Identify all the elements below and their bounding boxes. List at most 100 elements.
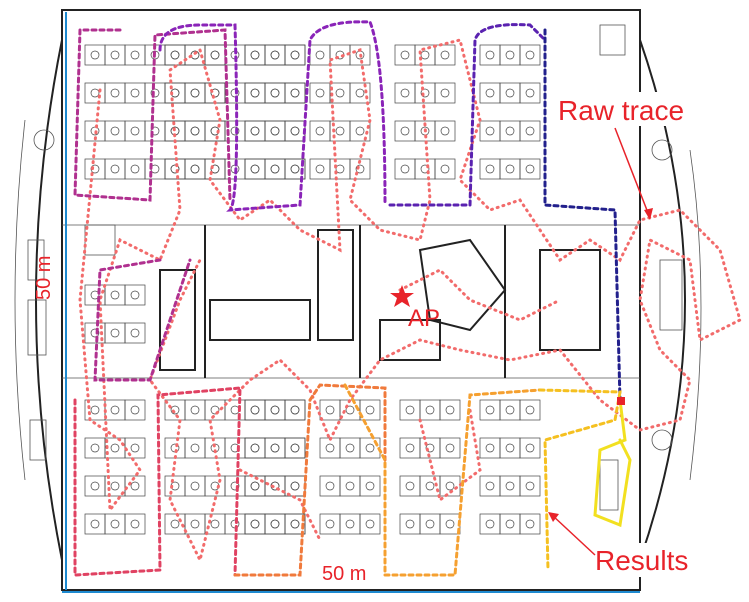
cubicle [204, 475, 226, 497]
chair-icon [485, 405, 495, 415]
chair-icon [130, 443, 140, 453]
chair-icon [90, 328, 100, 338]
cubicle [164, 82, 186, 104]
cubicle [264, 44, 286, 66]
chair-icon [525, 50, 535, 60]
cubicle [519, 82, 541, 104]
cubicle [244, 513, 266, 535]
chair-icon [190, 443, 200, 453]
cubicle [264, 399, 286, 421]
chair-icon [130, 481, 140, 491]
chair-icon [250, 88, 260, 98]
chair-icon [355, 126, 365, 136]
cubicle [499, 475, 521, 497]
cubicle [244, 399, 266, 421]
cubicle [264, 475, 286, 497]
results-arrow [551, 514, 596, 556]
chair-icon [420, 50, 430, 60]
cubicle [479, 158, 501, 180]
cubicle [479, 437, 501, 459]
chair-icon [110, 164, 120, 174]
cubicle [104, 284, 126, 306]
chair-icon [445, 519, 455, 529]
cubicle [419, 513, 441, 535]
chair-icon [355, 88, 365, 98]
chair-icon [400, 164, 410, 174]
cubicle [349, 120, 371, 142]
chair-icon [325, 481, 335, 491]
chair-icon [190, 481, 200, 491]
cubicle [204, 82, 226, 104]
cubicle [339, 475, 361, 497]
cubicle [204, 437, 226, 459]
cubicle [204, 513, 226, 535]
chair-icon [110, 88, 120, 98]
cubicle [479, 399, 501, 421]
end-marker [617, 397, 625, 405]
cubicle [244, 158, 266, 180]
chair-icon [270, 88, 280, 98]
chair-icon [400, 126, 410, 136]
cubicle [164, 475, 186, 497]
chair-icon [90, 164, 100, 174]
cubicle [284, 158, 306, 180]
cubicle [164, 158, 186, 180]
cubicle [104, 158, 126, 180]
cubicle [124, 158, 146, 180]
result-trace-indigo [388, 23, 547, 207]
chair-icon [150, 88, 160, 98]
cubicle [359, 513, 381, 535]
chair-icon [90, 481, 100, 491]
cubicle [394, 44, 416, 66]
chair-icon [290, 164, 300, 174]
cubicle [184, 120, 206, 142]
cubicle [479, 44, 501, 66]
cubicle [184, 513, 206, 535]
chair-icon [230, 126, 240, 136]
chair-icon [170, 519, 180, 529]
cubicle [359, 437, 381, 459]
cubicle [434, 44, 456, 66]
chair-icon [110, 519, 120, 529]
cubicle [184, 120, 206, 142]
chair-icon [315, 164, 325, 174]
chair-icon [485, 126, 495, 136]
cubicle [264, 82, 286, 104]
cubicle [124, 322, 146, 344]
cubicle [499, 513, 521, 535]
cubicle [309, 120, 331, 142]
cubicle [124, 475, 146, 497]
chair-icon [485, 481, 495, 491]
cubicle [349, 82, 371, 104]
chair-icon [505, 405, 515, 415]
cubicle [264, 158, 286, 180]
chair-icon [290, 88, 300, 98]
cubicle [184, 158, 206, 180]
cubicle [204, 44, 226, 66]
cubicle [84, 158, 106, 180]
cubicle [104, 322, 126, 344]
chair-icon [325, 443, 335, 453]
cubicle [499, 82, 521, 104]
cubicle [479, 120, 501, 142]
cubicle [84, 513, 106, 535]
chair-icon [90, 50, 100, 60]
result-trace-gold [538, 388, 622, 572]
chair-icon [190, 164, 200, 174]
cubicle [419, 399, 441, 421]
cubicle [124, 120, 146, 142]
chair-icon [250, 405, 260, 415]
cubicle [284, 44, 306, 66]
chair-icon [525, 164, 535, 174]
cubicle [244, 437, 266, 459]
chair-icon [525, 481, 535, 491]
cubicle [284, 82, 306, 104]
chair-icon [190, 126, 200, 136]
chair-icon [485, 164, 495, 174]
cubicle [204, 120, 226, 142]
scale-bar-vertical: 50 m [33, 12, 67, 590]
cubicle [479, 82, 501, 104]
cubicle [124, 399, 146, 421]
chair-icon [150, 126, 160, 136]
chair-icon [210, 405, 220, 415]
